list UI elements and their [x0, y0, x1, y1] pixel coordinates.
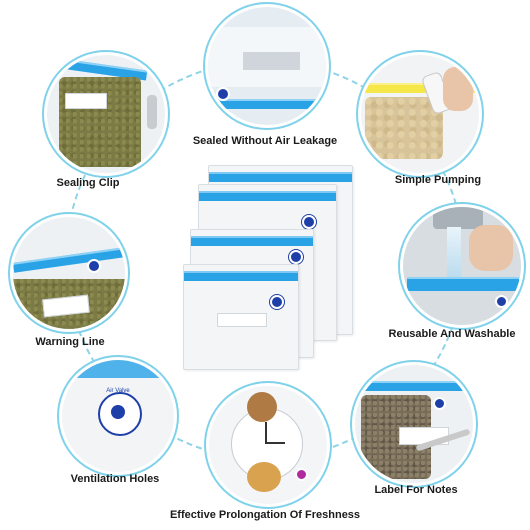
zipper-strip [199, 191, 336, 201]
label-strip [243, 52, 300, 70]
zipper-strip [191, 236, 313, 246]
caption-sealed: Sealed Without Air Leakage [192, 135, 338, 147]
note-label-area [217, 313, 267, 327]
caption-freshness: Effective Prolongation Of Freshness [169, 509, 361, 521]
zipper-strip [208, 99, 326, 109]
zipper-strip [13, 247, 125, 273]
caption-ventilation: Ventilation Holes [70, 473, 160, 485]
water-stream [447, 227, 461, 277]
bag-edge [62, 360, 174, 378]
hand-icon [443, 67, 473, 111]
air-valve-icon [216, 87, 230, 101]
feature-photo-sealed [205, 4, 329, 128]
caption-reusable: Reusable And Washable [388, 328, 516, 340]
valve-center-icon [111, 405, 125, 419]
air-valve-icon [495, 295, 508, 308]
air-valve-icon [433, 397, 446, 410]
zipper-strip [184, 271, 298, 281]
air-valve-icon [87, 259, 101, 273]
nuts-fill [365, 97, 443, 159]
note-label-area [65, 93, 107, 109]
clip-icon [147, 95, 157, 129]
fruit-top-icon [247, 392, 277, 422]
air-valve-icon [302, 215, 316, 229]
air-valve-icon [295, 468, 308, 481]
clock-hand-minute [265, 442, 285, 444]
beans-fill [59, 77, 141, 167]
clock-hand [265, 422, 267, 444]
feature-photo-reusable [400, 204, 524, 328]
hand-icon [469, 225, 513, 271]
zipper-strip [361, 83, 479, 93]
caption-pumping: Simple Pumping [394, 174, 482, 186]
feature-photo-label-notes [352, 362, 476, 486]
feature-photo-ventilation: Air Valve [59, 357, 177, 475]
faucet-icon [433, 207, 483, 229]
feature-photo-freshness [206, 383, 330, 507]
caption-warning-line: Warning Line [35, 336, 105, 348]
bag-small [183, 264, 299, 370]
zipper-strip [355, 381, 473, 391]
feature-photo-pumping [358, 52, 482, 176]
air-valve-icon [289, 250, 303, 264]
caption-sealing-clip: Sealing Clip [56, 177, 120, 189]
valve-text: Air Valve [106, 388, 130, 394]
feature-photo-warning-line [10, 214, 128, 332]
zipper-strip [209, 172, 352, 182]
fruit-bottom-icon [247, 462, 281, 492]
feature-photo-sealing-clip [44, 52, 168, 176]
caption-label-notes: Label For Notes [374, 484, 458, 496]
air-valve-icon [270, 295, 284, 309]
zipper-strip [407, 277, 519, 291]
